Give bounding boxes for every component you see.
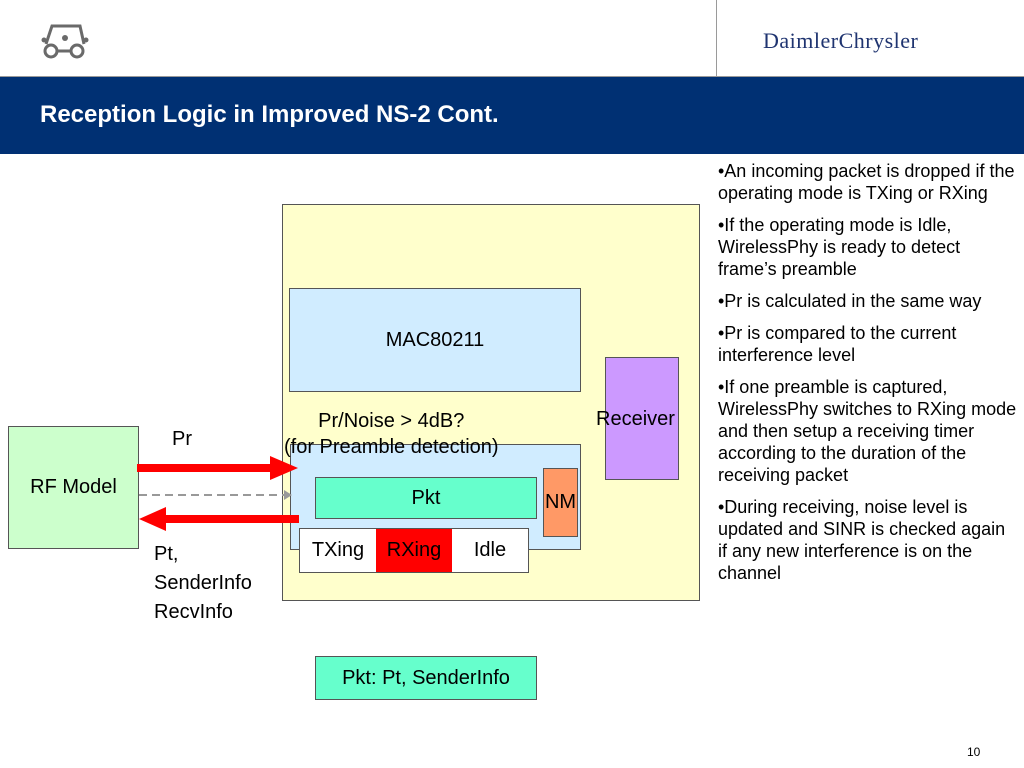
mac-box: MAC80211: [289, 288, 581, 392]
slide-header: [0, 0, 1024, 77]
bullet-item: •If one preamble is captured, WirelessPh…: [718, 377, 1017, 485]
dashed-arrowhead: [284, 490, 292, 500]
bullet-item: •Pr is calculated in the same way: [718, 291, 982, 311]
mode-rxing: RXing: [376, 529, 452, 572]
bullet-item: •If the operating mode is Idle, Wireless…: [718, 215, 961, 279]
slide-title: Reception Logic in Improved NS-2 Cont.: [40, 101, 499, 128]
pkt-box: Pkt: [315, 477, 537, 519]
mode-txing: TXing: [311, 539, 365, 561]
pr-label: Pr: [172, 428, 192, 450]
pt-label: Pt, SenderInfo RecvInfo: [154, 540, 252, 627]
mode-idle: Idle: [473, 539, 507, 561]
rf-model-box: RF Model: [8, 426, 139, 549]
pt-line-1: Pt,: [154, 543, 179, 565]
pr-arrow-shaft: [137, 464, 271, 472]
car-logo-icon: [41, 24, 89, 59]
preamble-condition-label: Pr/Noise > 4dB? (for Preamble detection): [284, 408, 499, 460]
bullet-item: •Pr is compared to the current interfere…: [718, 323, 957, 365]
pkt-info-box: Pkt: Pt, SenderInfo: [315, 656, 537, 700]
nm-box: NM: [543, 468, 578, 537]
title-bar: [0, 77, 1024, 154]
bullet-item: •During receiving, noise level is update…: [718, 497, 1006, 583]
page-number: 10: [967, 745, 981, 759]
receiver-box: [605, 357, 679, 480]
mode-box: TXing RXing Idle: [299, 528, 529, 573]
return-arrowhead: [139, 507, 166, 531]
brand-name: DaimlerChrysler: [763, 28, 919, 53]
bullet-list: •An incoming packet is dropped if the op…: [718, 160, 1018, 594]
pr-arrowhead: [270, 456, 298, 480]
condition-line-2: (for Preamble detection): [284, 436, 499, 458]
pt-line-3: RecvInfo: [154, 601, 233, 623]
condition-line-1: Pr/Noise > 4dB?: [318, 410, 465, 432]
return-arrow-shaft: [165, 515, 299, 523]
receiver-label: Receiver: [596, 408, 675, 430]
pt-line-2: SenderInfo: [154, 572, 252, 594]
bullet-item: •An incoming packet is dropped if the op…: [718, 161, 1015, 203]
header-divider: [716, 0, 717, 76]
